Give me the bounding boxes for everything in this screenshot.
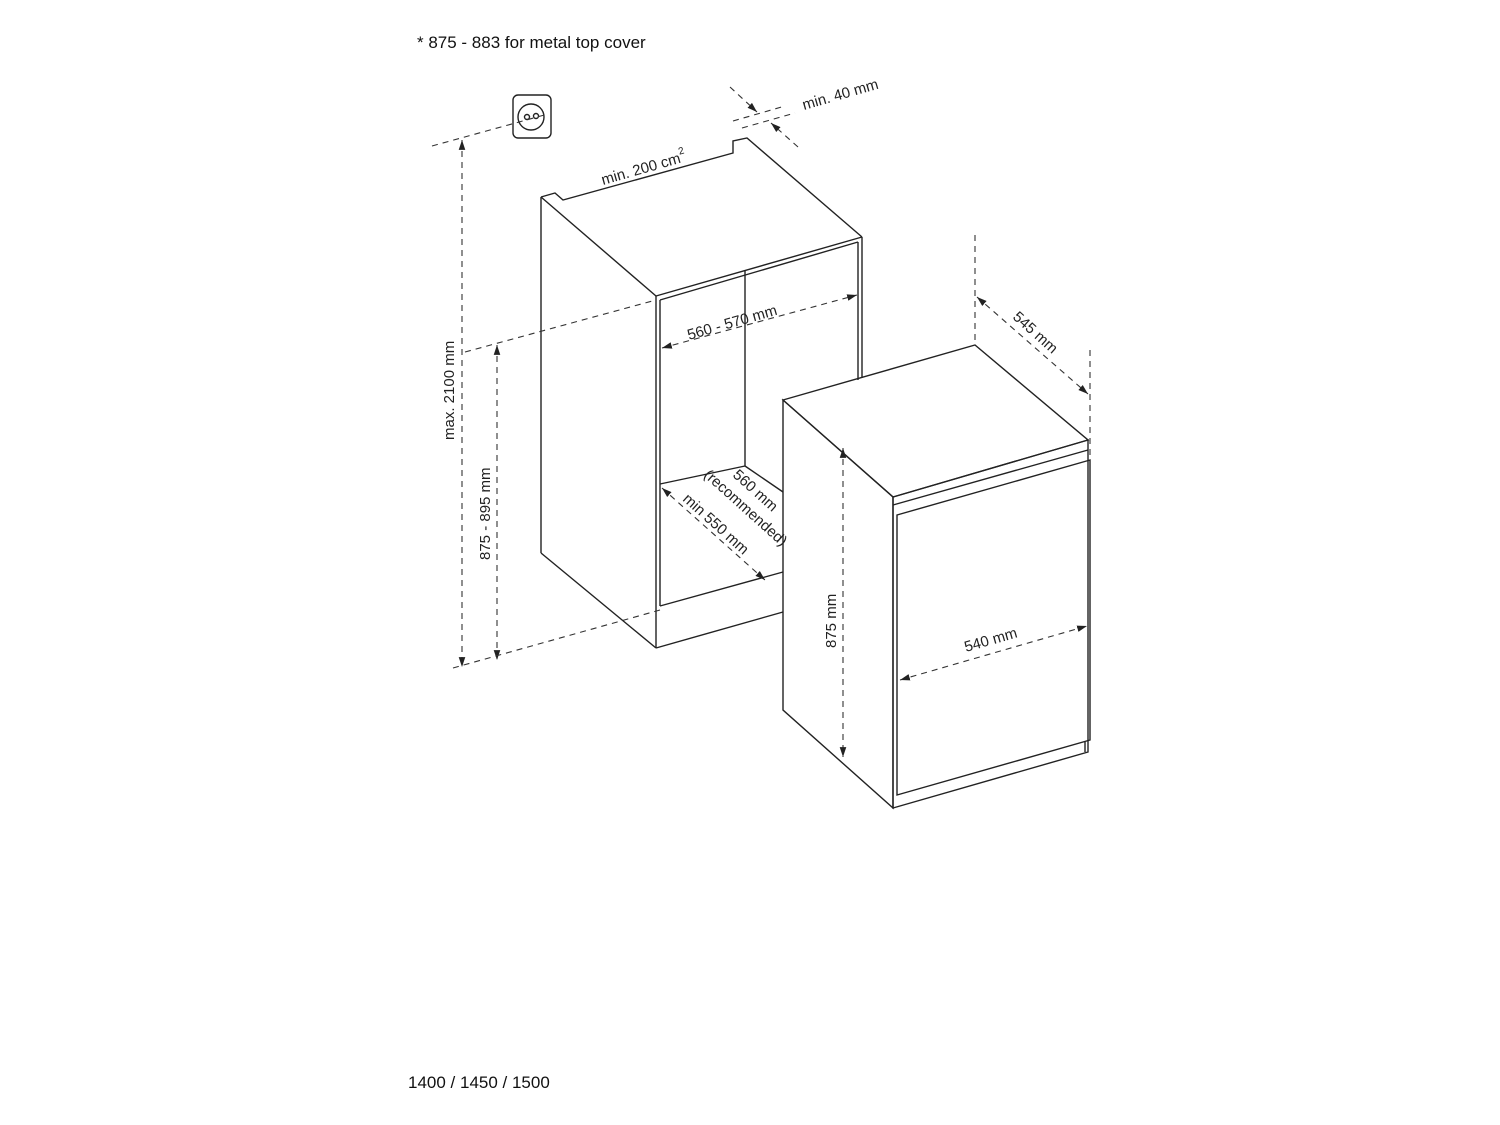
label-gap: min. 40 mm xyxy=(800,76,880,114)
label-appliance-height: 875 mm xyxy=(823,594,840,648)
label-appliance-width: 540 mm xyxy=(962,625,1019,656)
label-niche-height: 875 - 895 mm xyxy=(477,467,494,560)
metal-top-cover-note: * 875 - 883 for metal top cover xyxy=(417,33,646,52)
cabinet-niche xyxy=(540,137,863,649)
power-socket-icon xyxy=(512,94,552,139)
model-numbers: 1400 / 1450 / 1500 xyxy=(408,1073,550,1092)
dimension-lines xyxy=(431,86,1091,757)
label-niche-width: 560 - 570 mm xyxy=(685,302,779,344)
label-vent-area: min. 200 cm2 xyxy=(599,145,689,188)
label-appliance-depth: 545 mm xyxy=(1009,308,1061,357)
appliance xyxy=(781,344,1091,810)
label-max-height: max. 2100 mm xyxy=(441,341,458,440)
